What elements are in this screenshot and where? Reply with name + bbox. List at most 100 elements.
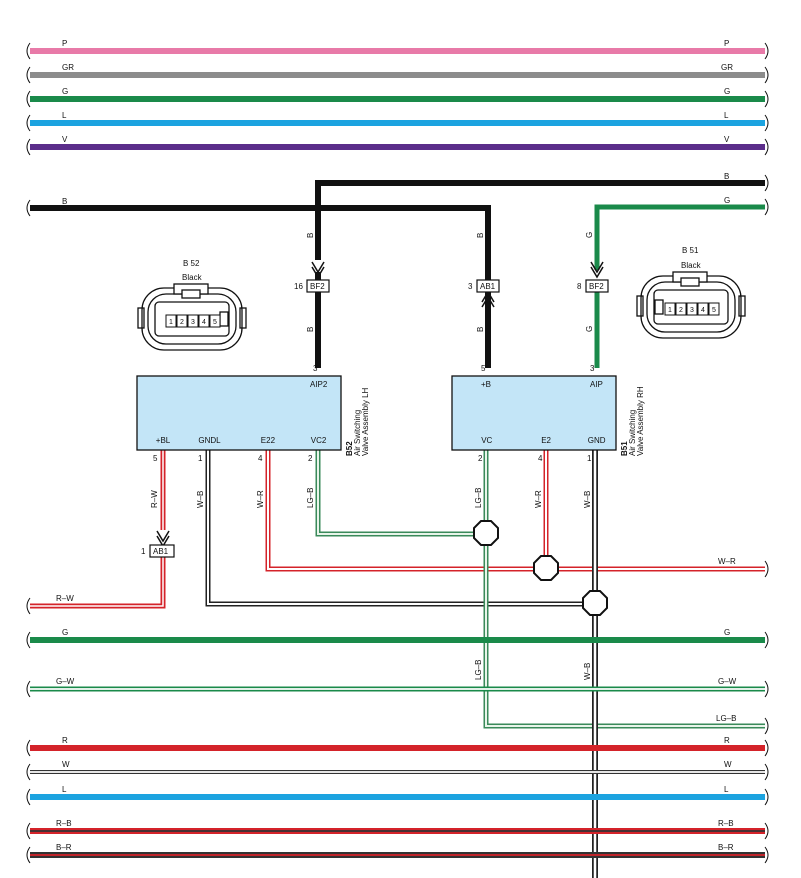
top-bus-label-left: GR: [62, 63, 74, 72]
connector-ab1-mid-name: AB1: [480, 282, 496, 291]
plug-pin: [708, 302, 720, 316]
wire-break-mark: [764, 631, 769, 649]
lower-bus-label-left: R–B: [56, 819, 72, 828]
wire-b-vert2-lower-label: B: [476, 327, 485, 332]
wire-lgb-low-label: LG–B: [474, 660, 483, 680]
wire-break-mark: [26, 631, 31, 649]
wire-g-right-label: G: [724, 196, 730, 205]
connector-bf2-left-name: BF2: [310, 282, 325, 291]
wire-wr-left: W–R W–R: [256, 450, 765, 572]
wire-break-mark: [26, 846, 31, 864]
wire-g-vert: G G: [585, 232, 604, 368]
lower-bus-label-right: L: [724, 785, 729, 794]
wire-g-vert-lower-label: G: [585, 326, 594, 332]
splices: [473, 520, 608, 616]
wire-break-mark: [26, 90, 31, 108]
top-bus-label-right: V: [724, 135, 730, 144]
connector-bf2-right: BF2 8: [577, 279, 609, 293]
plug-pin-number: 2: [679, 307, 683, 314]
top-bus-label-right: GR: [721, 63, 733, 72]
lh-pin-name: +BL: [156, 436, 171, 445]
splice-wb: [582, 590, 608, 616]
wire-break-mark: [764, 66, 769, 84]
wire-break-mark: [26, 114, 31, 132]
top-bus-label-left: V: [62, 135, 68, 144]
rh-pin-no: 2: [478, 454, 483, 463]
wire-wr-right-label: W–R: [718, 557, 736, 566]
lh-pin-no: 4: [258, 454, 263, 463]
connector-bf2-left-pin: 16: [294, 282, 303, 291]
wire-break-mark: [26, 66, 31, 84]
lh-pin-no: 1: [198, 454, 203, 463]
rh-name-line1: Air Switching: [628, 410, 637, 456]
lower-bus-label-right: R–B: [718, 819, 734, 828]
plug-b51-color: Black: [681, 261, 702, 270]
top-bus-label-right: L: [724, 111, 729, 120]
wire-b-vert1-lower-label: B: [306, 327, 315, 332]
lh-name-line2: Valve Assembly LH: [361, 387, 370, 456]
wire-break-mark: [26, 138, 31, 156]
rh-pin-name: GND: [588, 436, 606, 445]
wire-break-mark: [764, 846, 769, 864]
plug-pin-number: 4: [701, 307, 705, 314]
top-bus-label-right: G: [724, 87, 730, 96]
wire-break-mark: [764, 680, 769, 698]
plug-pin-number: 5: [213, 319, 217, 326]
plug-b51-id: B 51: [682, 246, 699, 255]
rh-top-pin-name: AIP: [590, 380, 603, 389]
plug-pin-number: 1: [668, 307, 672, 314]
wire-wb-left-label: W–B: [196, 491, 205, 508]
wire-wb-mid: W–B W–B: [583, 450, 598, 878]
rh-name-line2: Valve Assembly RH: [636, 386, 645, 456]
connector-ab1-low: AB1 1: [141, 544, 175, 558]
rh-top-pin-name: +B: [481, 380, 491, 389]
splice-wr: [533, 555, 559, 581]
plug-pin-number: 4: [202, 319, 206, 326]
wire-rw-vert-label: R–W: [150, 490, 159, 508]
wire-break-mark: [764, 114, 769, 132]
rh-pin-no: 1: [587, 454, 592, 463]
plug-pin-number: 2: [180, 319, 184, 326]
wire-break-mark: [26, 763, 31, 781]
lower-bus-label-right: G–W: [718, 677, 737, 686]
connector-bf2-right-name: BF2: [589, 282, 604, 291]
wire-b-vert1-upper-label: B: [306, 233, 315, 238]
wire-wb-left: W–B: [196, 450, 595, 607]
wire-b-top-right: B: [315, 172, 765, 260]
lh-pin-no: 2: [308, 454, 313, 463]
plug-pin: [209, 314, 221, 328]
wire-break-mark: [26, 680, 31, 698]
rh-top-pin-no: 3: [590, 364, 595, 373]
wire-wb-low-label: W–B: [583, 663, 592, 680]
lh-pin-name: VC2: [311, 436, 327, 445]
wire-g-right: G: [594, 196, 765, 270]
wire-break-mark: [26, 788, 31, 806]
connector-ab1-mid-pin: 3: [468, 282, 473, 291]
lower-bus-label-right: R: [724, 736, 730, 745]
plug-pin-number: 3: [690, 307, 694, 314]
rh-pin-name: E2: [541, 436, 551, 445]
wire-g-vert-upper-label: G: [585, 232, 594, 238]
wire-break-mark: [764, 717, 769, 735]
plug-b52-icon: [137, 283, 247, 351]
lh-pin-name: E22: [261, 436, 276, 445]
lower-bus-label-left: L: [62, 785, 67, 794]
wire-break-mark: [764, 560, 769, 578]
wire-wr-mid: W–R: [534, 450, 549, 569]
wire-break-mark: [26, 822, 31, 840]
connector-ab1-low-pin: 1: [141, 547, 146, 556]
lower-bus-label-right: G: [724, 628, 730, 637]
plug-pin: [176, 314, 188, 328]
connector-bf2-left: BF2 16: [294, 279, 330, 293]
rh-pin-no: 4: [538, 454, 543, 463]
lh-pin-no: 5: [153, 454, 158, 463]
